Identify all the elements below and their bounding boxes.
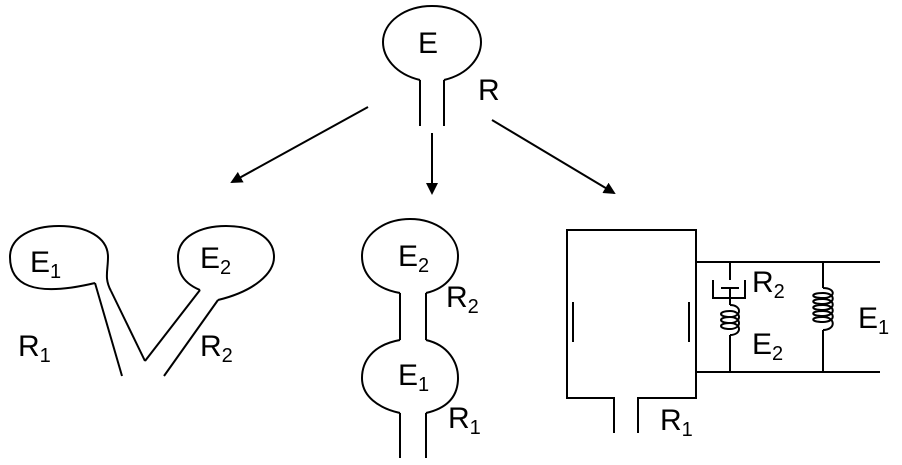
left-arm2-inner [144, 289, 201, 362]
right-e1-label: E1 [858, 302, 889, 339]
left-arm2-outer [163, 299, 219, 377]
top-r-label: R [478, 74, 500, 107]
left-arm1-inner [110, 290, 146, 362]
spring-e2-icon [720, 304, 740, 336]
left-structure: E1 E2 R1 R2 [8, 224, 276, 377]
middle-r1-label: R1 [448, 402, 481, 439]
left-e1-label: E1 [30, 246, 61, 283]
left-r2-label: R2 [200, 330, 233, 367]
arrow-right [491, 119, 616, 195]
left-bulb-e1 [8, 224, 112, 292]
top-bulb [381, 4, 483, 81]
middle-bulb-e1 [360, 339, 460, 414]
right-r2-label: R2 [752, 266, 785, 303]
middle-bulb-e2 [360, 217, 460, 294]
left-r1-label: R1 [18, 330, 51, 367]
spring-e1-icon [812, 287, 834, 331]
right-frame [566, 229, 697, 433]
left-arm1-outer [94, 282, 123, 377]
dashpot-icon [712, 280, 746, 305]
middle-r2-label: R2 [446, 281, 479, 318]
arrow-left [230, 106, 369, 183]
right-e2-label: E2 [752, 328, 783, 365]
left-e2-label: E2 [200, 242, 231, 279]
right-structure: R2 E2 E1 R1 [566, 229, 889, 441]
left-bulb-e2 [176, 224, 276, 301]
top-e-label: E [418, 27, 438, 60]
middle-e1-label: E1 [398, 359, 429, 396]
middle-e2-label: E2 [398, 240, 429, 277]
right-r1-label: R1 [660, 404, 693, 441]
middle-structure: E2 R2 E1 R1 [360, 217, 481, 458]
top-element: E R [381, 4, 500, 126]
